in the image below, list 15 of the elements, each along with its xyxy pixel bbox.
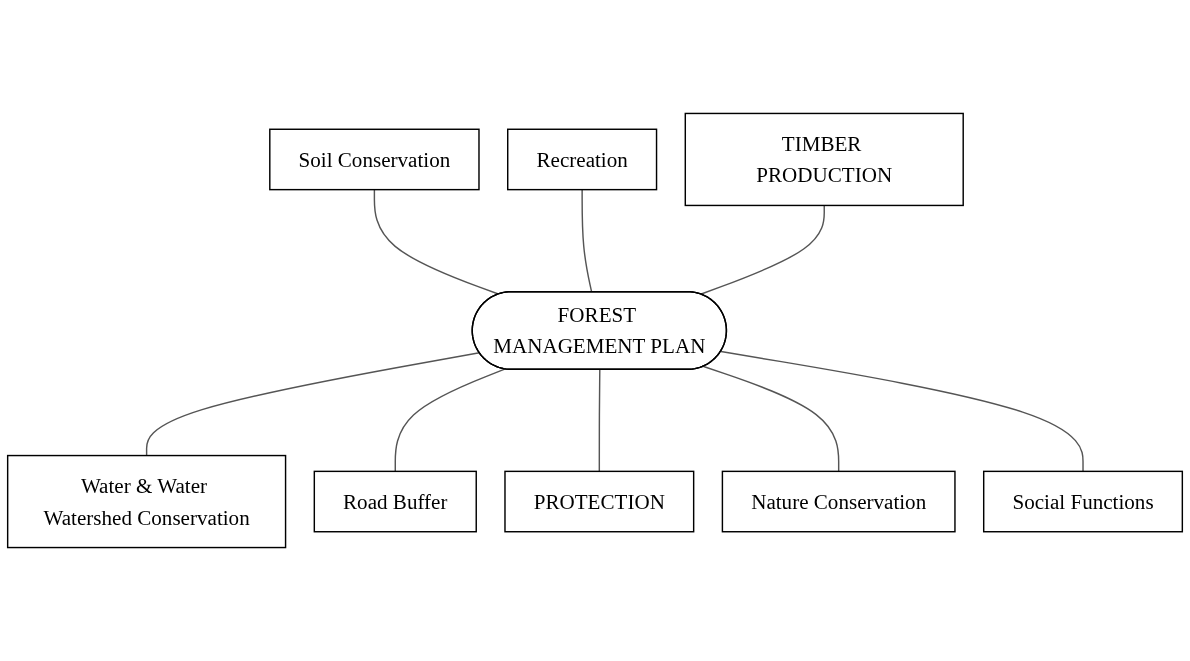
node-box: PROTECTION (504, 470, 695, 533)
node-box: Nature Conservation (721, 470, 956, 533)
connector (720, 350, 1084, 473)
node-box: Recreation (507, 128, 658, 191)
node-box: TIMBER PRODUCTION (684, 112, 964, 207)
node-box: Road Buffer (313, 470, 477, 533)
connector (581, 188, 593, 293)
node-box: Soil Conservation (269, 128, 480, 191)
connector (699, 204, 825, 295)
connector (373, 188, 500, 295)
node-box: Social Functions (983, 470, 1184, 533)
connector (394, 368, 506, 473)
connector (702, 365, 840, 473)
node-box: Water & Water Watershed Conservation (6, 454, 287, 549)
connector (598, 369, 601, 473)
